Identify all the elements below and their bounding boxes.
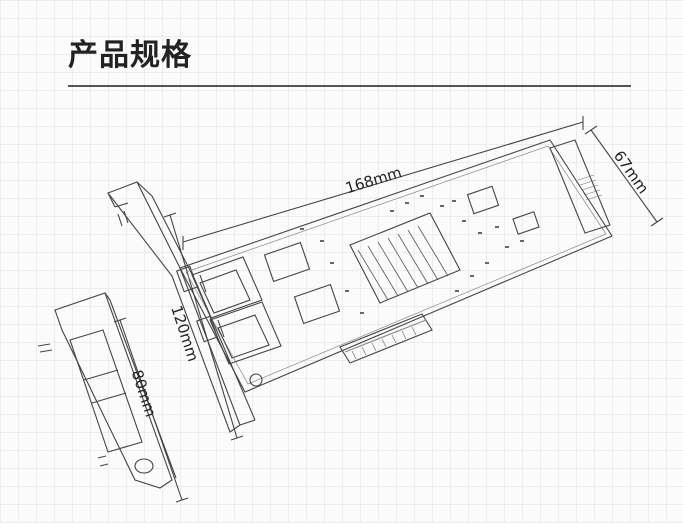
low-profile-label: 80mm: [128, 368, 160, 420]
height-dimension-line: [584, 125, 664, 227]
rj45-port-upper: [191, 256, 263, 319]
screw-hole: [249, 373, 263, 387]
title-divider: [68, 85, 631, 87]
length-label: 168mm: [343, 163, 404, 197]
height-label: 67mm: [610, 147, 652, 197]
heatsink: [349, 212, 461, 304]
eeprom-chip: [466, 185, 500, 215]
low-profile-bracket: [37, 292, 177, 489]
magnetics-chip-lower: [293, 283, 341, 325]
length-dimension-line: [182, 116, 584, 250]
magnetics-chip-upper: [263, 241, 311, 283]
barcode-label: [549, 139, 611, 234]
controller-chip: [512, 211, 540, 235]
page-title: 产品规格: [68, 38, 192, 73]
smd-components: [300, 195, 524, 314]
rj45-port-lower: [209, 301, 282, 365]
